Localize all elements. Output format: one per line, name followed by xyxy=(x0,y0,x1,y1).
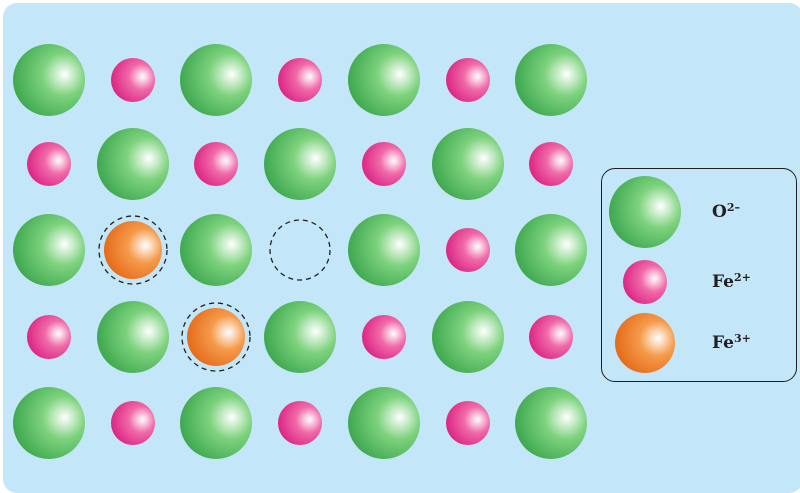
oxide-ion xyxy=(515,387,587,459)
ferrous-ion xyxy=(529,315,573,359)
legend-item-oxide: O2– xyxy=(602,175,796,249)
ferrous-ion xyxy=(446,58,490,102)
ferric-ion xyxy=(104,221,162,279)
oxide-ion xyxy=(180,44,252,116)
ferric-ion xyxy=(187,308,245,366)
oxide-ion xyxy=(264,301,336,373)
oxide-ion xyxy=(180,387,252,459)
oxide-ion xyxy=(264,128,336,200)
oxide-ion xyxy=(97,301,169,373)
legend-item-ferrous: Fe2+ xyxy=(602,257,796,307)
oxide-ion xyxy=(348,387,420,459)
ferrous-ion xyxy=(529,142,573,186)
ferrous-ion xyxy=(362,315,406,359)
legend-label-ferrous: Fe2+ xyxy=(712,271,751,292)
legend-label-oxide: O2– xyxy=(712,201,740,222)
oxide-ion-icon xyxy=(607,175,687,249)
oxide-ion xyxy=(432,301,504,373)
ferrous-ion xyxy=(278,58,322,102)
ferrous-ion xyxy=(27,315,71,359)
oxide-ion xyxy=(13,387,85,459)
legend-item-ferric: Fe3+ xyxy=(602,309,796,377)
ferrous-ion xyxy=(446,401,490,445)
oxide-ion xyxy=(97,128,169,200)
ferric-ion-icon xyxy=(607,309,687,377)
oxide-ion xyxy=(180,214,252,286)
oxide-ion xyxy=(13,214,85,286)
oxide-ion xyxy=(432,128,504,200)
oxide-ion xyxy=(348,44,420,116)
ferrous-ion xyxy=(278,401,322,445)
oxide-ion xyxy=(515,214,587,286)
legend-label-ferric: Fe3+ xyxy=(712,332,751,353)
oxide-ion xyxy=(348,214,420,286)
legend-box: O2– Fe2+ Fe3+ xyxy=(601,168,797,382)
ferrous-ion xyxy=(111,401,155,445)
ferrous-ion xyxy=(27,142,71,186)
vacancy-site xyxy=(270,220,330,280)
ferrous-ion-icon xyxy=(607,257,687,307)
ferrous-ion xyxy=(446,228,490,272)
ferrous-ion xyxy=(111,58,155,102)
ferrous-ion xyxy=(194,142,238,186)
ferrous-ion xyxy=(362,142,406,186)
oxide-ion xyxy=(13,44,85,116)
oxide-ion xyxy=(515,44,587,116)
